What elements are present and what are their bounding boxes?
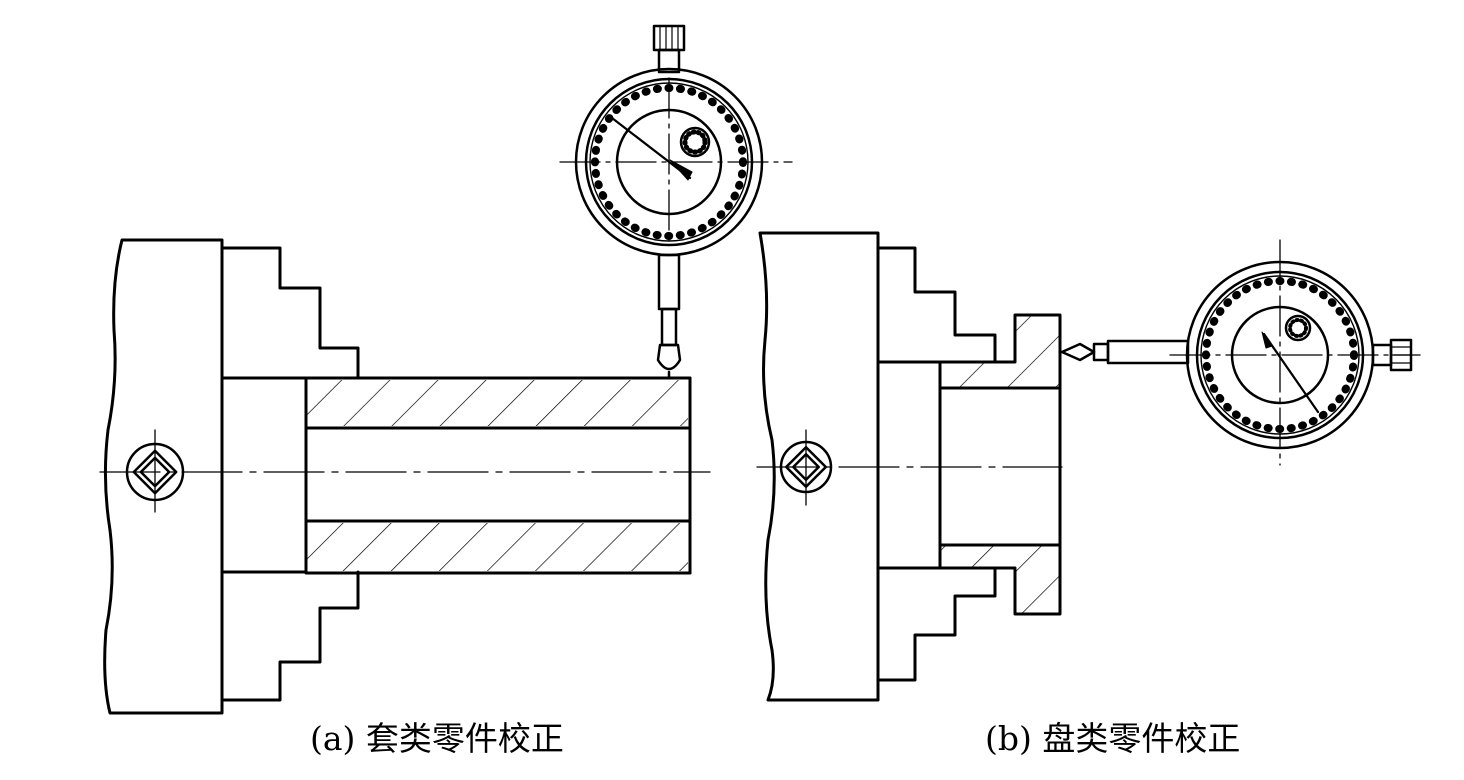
caption-sleeve: (a) 套类零件校正 bbox=[310, 719, 564, 758]
dial-indicator-icon bbox=[559, 24, 793, 380]
sleeve-wall-bottom bbox=[306, 523, 688, 571]
disc-section-top bbox=[938, 313, 1062, 390]
dial-indicator-icon bbox=[1060, 239, 1421, 466]
jaw-upper-a bbox=[220, 246, 360, 380]
chuck-body-a bbox=[103, 238, 224, 715]
chuck-body-b bbox=[758, 231, 880, 702]
sleeve-wall-top bbox=[306, 380, 688, 426]
jaw-lower-b bbox=[876, 566, 997, 682]
sleeve-setup bbox=[99, 238, 711, 715]
caption-disc: (b) 盘类零件校正 bbox=[985, 719, 1241, 758]
disc-setup bbox=[756, 231, 1063, 702]
jaw-lower-a bbox=[220, 570, 360, 702]
jaw-upper-b bbox=[876, 246, 997, 364]
disc-section-bottom bbox=[938, 543, 1062, 616]
